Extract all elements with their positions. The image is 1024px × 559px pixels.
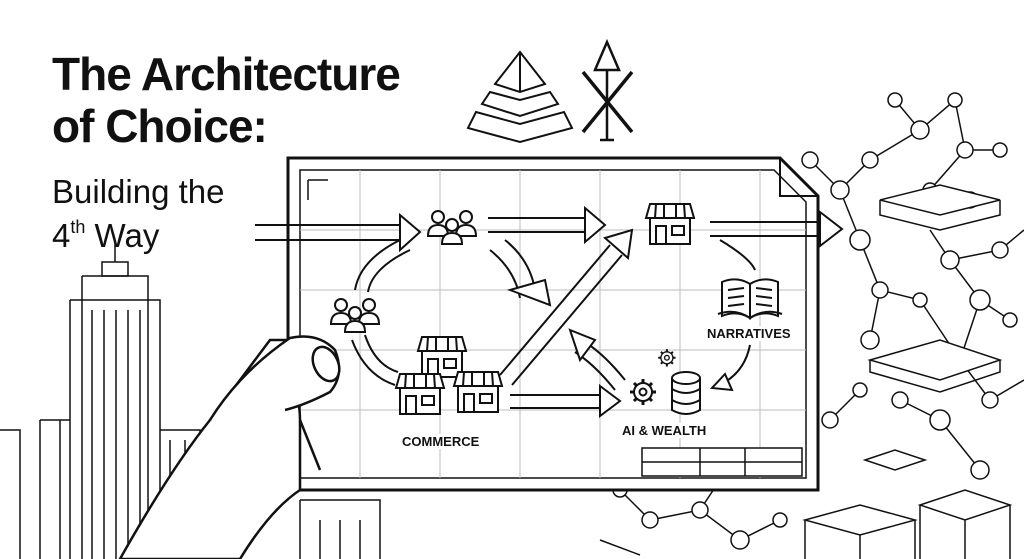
crossed-up-arrow-icon xyxy=(581,38,634,142)
subtitle-ordinal-number: 4 xyxy=(52,217,71,254)
flow-arrows xyxy=(255,205,844,418)
page-title: The Architecture of Choice: xyxy=(52,48,401,152)
title-line-2: of Choice: xyxy=(52,100,268,152)
subtitle-way: Way xyxy=(85,217,160,254)
subtitle-line-1: Building the xyxy=(52,173,225,210)
label-ai-wealth: AI & WEALTH xyxy=(620,423,709,438)
label-narratives: NARRATIVES xyxy=(705,326,793,341)
title-line-1: The Architecture xyxy=(52,48,401,100)
database-icon xyxy=(671,371,701,415)
pyramid-icon xyxy=(466,50,574,144)
subtitle: Building the 4th Way xyxy=(52,170,224,258)
network-icon xyxy=(599,92,1024,559)
label-commerce: COMMERCE xyxy=(400,434,482,449)
open-book-icon xyxy=(717,278,783,320)
storefront-icon xyxy=(645,203,695,245)
hand-icon xyxy=(118,335,341,559)
subtitle-ordinal-suffix: th xyxy=(70,217,86,237)
subtitle-line-2: 4th Way xyxy=(52,214,224,258)
